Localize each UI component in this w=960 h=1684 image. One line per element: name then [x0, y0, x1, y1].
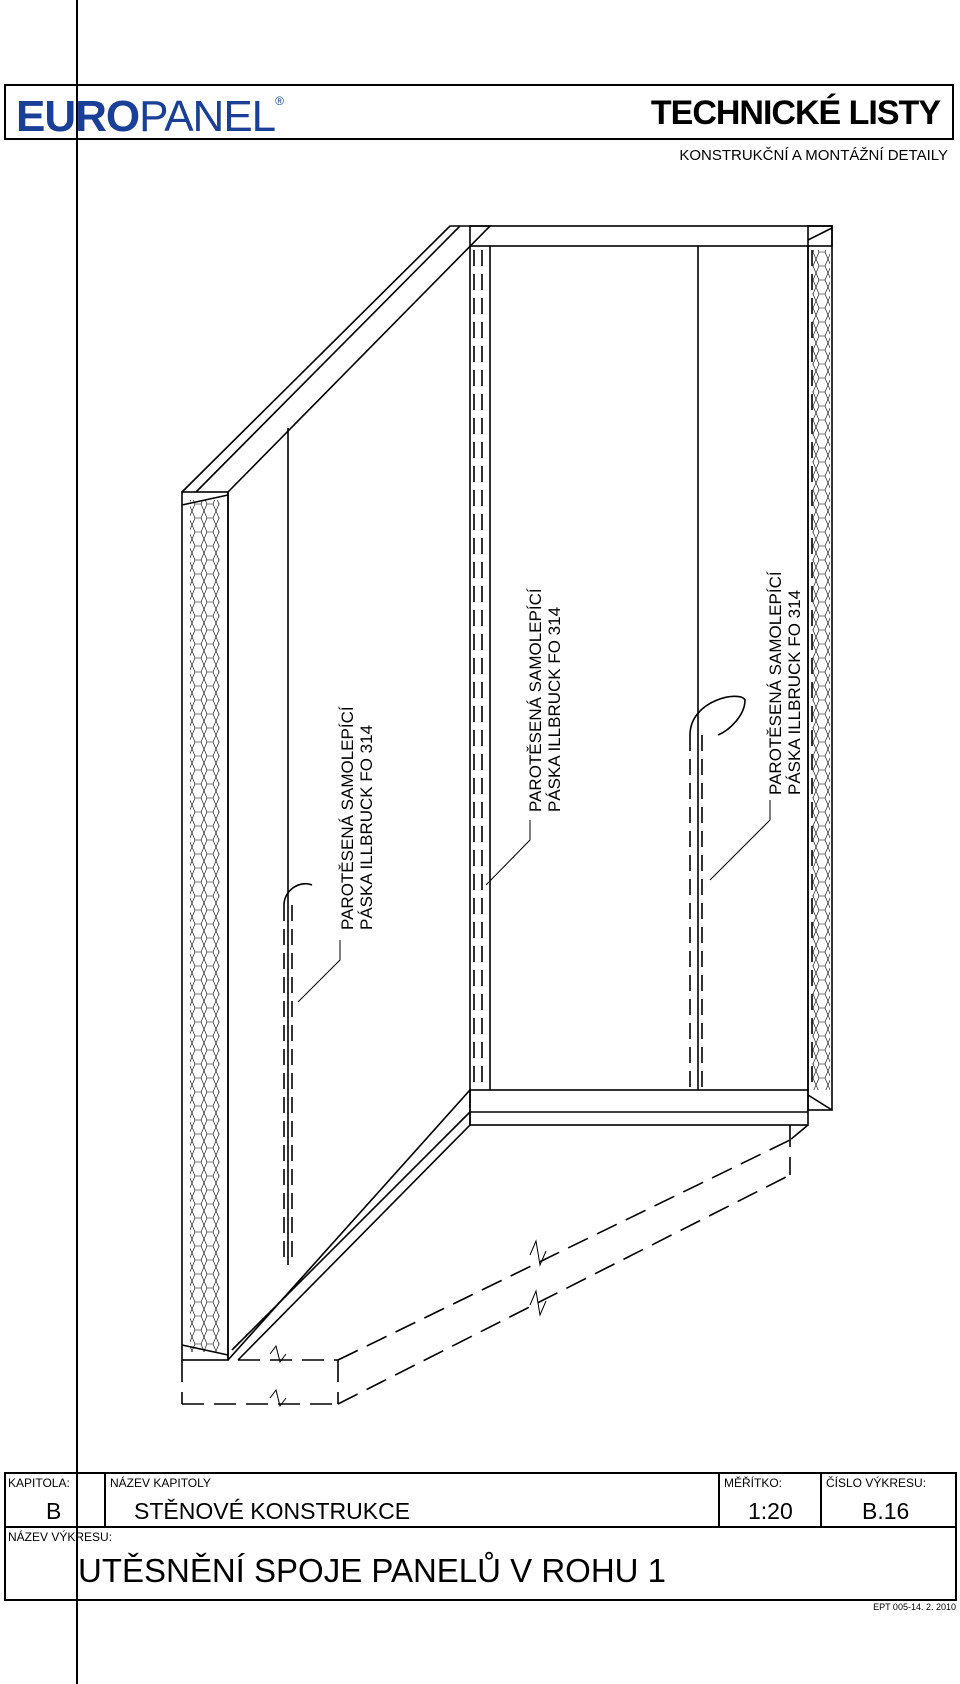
- title-block-divider: [4, 1526, 957, 1528]
- callout-right-line1: PAROTĚSENÁ SAMOLEPÍCÍ: [766, 571, 785, 795]
- callout-right-line2: PÁSKA ILLBRUCK FO 314: [785, 589, 804, 795]
- title-block-frame: [4, 1472, 957, 1601]
- drawing-number-label: ČÍSLO VÝKRESU:: [826, 1476, 927, 1490]
- callout-middle-tape: PAROTĚSENÁ SAMOLEPÍCÍ PÁSKA ILLBRUCK FO …: [526, 588, 564, 812]
- callout-left-line2: PÁSKA ILLBRUCK FO 314: [357, 724, 376, 930]
- title-block-col-divider-3: [820, 1472, 822, 1528]
- callout-right-tape: PAROTĚSENÁ SAMOLEPÍCÍ PÁSKA ILLBRUCK FO …: [766, 571, 804, 795]
- document-code: EPT 005-14. 2. 2010: [873, 1602, 956, 1612]
- scale-value: 1:20: [748, 1498, 793, 1524]
- callout-middle-line1: PAROTĚSENÁ SAMOLEPÍCÍ: [526, 588, 545, 812]
- document-subtitle: KONSTRUKČNÍ A MONTÁŽNÍ DETAILY: [679, 147, 948, 164]
- callout-left-line1: PAROTĚSENÁ SAMOLEPÍCÍ: [338, 706, 357, 930]
- chapter-value: B: [46, 1498, 62, 1524]
- chapter-name-value: STĚNOVÉ KONSTRUKCE: [134, 1498, 411, 1524]
- left-panel-core: [190, 500, 220, 1352]
- chapter-name-label: NÁZEV KAPITOLY: [110, 1476, 211, 1490]
- drawing-name-label: NÁZEV VÝKRESU:: [8, 1530, 113, 1544]
- header-frame: [4, 84, 954, 140]
- registered-mark: ®: [275, 94, 284, 108]
- logo-light-text: PANEL: [139, 92, 276, 141]
- drawing-name-value: UTĚSNĚNÍ SPOJE PANELŮ V ROHU 1: [78, 1552, 667, 1589]
- callout-left-tape: PAROTĚSENÁ SAMOLEPÍCÍ PÁSKA ILLBRUCK FO …: [338, 706, 376, 930]
- europanel-logo: EUROPANEL®: [16, 92, 284, 142]
- title-block-col-divider-1: [104, 1472, 106, 1528]
- document-title: TECHNICKÉ LISTY: [650, 94, 941, 132]
- chapter-label: KAPITOLA:: [8, 1476, 70, 1490]
- callout-middle-line2: PÁSKA ILLBRUCK FO 314: [545, 606, 564, 812]
- bottom-beam: [469, 1089, 809, 1126]
- top-beam: [469, 225, 833, 247]
- panel-geometry: [181, 225, 833, 1408]
- binding-margin-line: [76, 0, 78, 1684]
- right-panel-core: [812, 250, 830, 1090]
- drawing-number-value: B.16: [862, 1498, 910, 1524]
- scale-label: MĚŘÍTKO:: [724, 1476, 783, 1490]
- title-block-col-divider-2: [718, 1472, 720, 1528]
- logo-bold-text: EURO: [16, 92, 140, 141]
- right-panel-edge: [807, 225, 833, 1111]
- technical-drawing: [181, 225, 833, 1408]
